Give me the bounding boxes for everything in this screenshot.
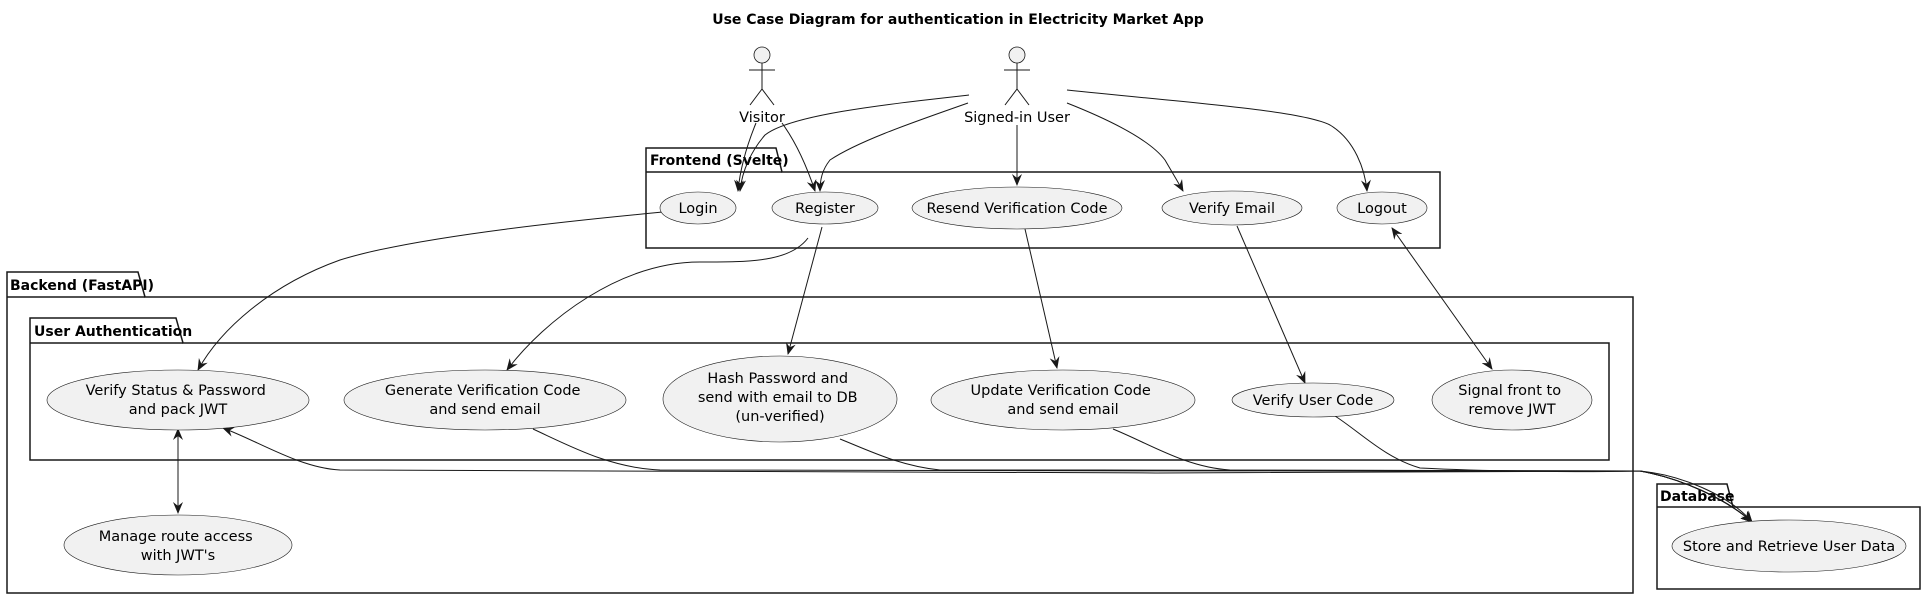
edge-generate-database <box>532 428 1753 523</box>
package-backend: Backend (FastAPI) <box>6 271 1634 594</box>
edge-user-code-database <box>1334 415 1753 523</box>
diagram-title: Use Case Diagram for authentication in E… <box>712 12 1204 28</box>
package-database-label: Database <box>1660 489 1735 505</box>
edge-update-database <box>1112 428 1753 523</box>
use-case-store-retrieve-user-data-label: Store and Retrieve User Data <box>1683 539 1895 555</box>
edge-register-hash <box>786 226 823 355</box>
edge-verify-status-database <box>222 427 1753 523</box>
use-case-generate-verification-code-label: Generate Verification Code and send emai… <box>385 383 585 418</box>
use-case-verify-user-code: Verify User Code <box>1231 382 1395 418</box>
edge-user-register <box>815 102 969 192</box>
use-case-verify-status-password-label: Verify Status & Password and pack JWT <box>86 383 271 418</box>
edge-login-verify-status <box>197 211 664 371</box>
edge-resend-update <box>1024 228 1060 369</box>
actor-visitor: Visitor <box>739 46 785 126</box>
edge-logout-signal-front <box>1391 227 1493 370</box>
use-case-hash-password-label: Hash Password and send with email to DB … <box>698 371 862 425</box>
package-frontend-label: Frontend (Svelte) <box>650 153 789 169</box>
edge-visitor-register <box>781 122 817 192</box>
package-user-authentication: User Authentication <box>29 317 1610 461</box>
use-case-signal-front: Signal front to remove JWT <box>1431 369 1593 431</box>
use-case-generate-verification-code: Generate Verification Code and send emai… <box>343 369 627 431</box>
use-case-logout: Logout <box>1336 191 1428 225</box>
use-case-register-label: Register <box>795 201 855 217</box>
use-case-manage-route-access-label: Manage route access with JWT's <box>99 529 258 564</box>
use-case-register: Register <box>771 191 879 225</box>
use-case-hash-password: Hash Password and send with email to DB … <box>662 355 898 443</box>
package-backend-label: Backend (FastAPI) <box>10 278 154 294</box>
use-case-login-label: Login <box>678 201 717 217</box>
use-case-manage-route-access: Manage route access with JWT's <box>63 514 293 576</box>
edge-user-verify-email <box>1066 102 1184 192</box>
edge-register-generate <box>506 237 809 371</box>
edge-user-logout <box>1066 89 1371 192</box>
use-case-verify-status-password: Verify Status & Password and pack JWT <box>46 369 310 431</box>
edge-hash-database <box>839 438 1753 523</box>
use-case-verify-email: Verify Email <box>1161 190 1303 226</box>
package-frontend: Frontend (Svelte) <box>645 147 1441 249</box>
use-case-update-verification-code-label: Update Verification Code and send email <box>971 383 1156 418</box>
use-case-store-retrieve-user-data: Store and Retrieve User Data <box>1671 519 1907 573</box>
package-user-authentication-label: User Authentication <box>34 324 192 340</box>
use-case-verify-user-code-label: Verify User Code <box>1253 393 1374 409</box>
actor-visitor-label: Visitor <box>739 110 785 126</box>
use-case-resend-verification-code: Resend Verification Code <box>911 186 1123 230</box>
use-case-verify-email-label: Verify Email <box>1189 201 1275 217</box>
edges <box>173 89 1753 523</box>
use-case-update-verification-code: Update Verification Code and send email <box>930 369 1196 431</box>
use-case-logout-label: Logout <box>1357 201 1407 217</box>
use-case-login: Login <box>659 191 737 225</box>
edge-user-login <box>736 94 970 192</box>
actor-signed-in-user-label: Signed-in User <box>964 110 1070 126</box>
use-case-signal-front-label: Signal front to remove JWT <box>1458 383 1565 418</box>
edge-verify-email-user-code <box>1236 225 1306 384</box>
actor-signed-in-user: Signed-in User <box>964 46 1070 126</box>
use-case-resend-verification-code-label: Resend Verification Code <box>926 201 1107 217</box>
